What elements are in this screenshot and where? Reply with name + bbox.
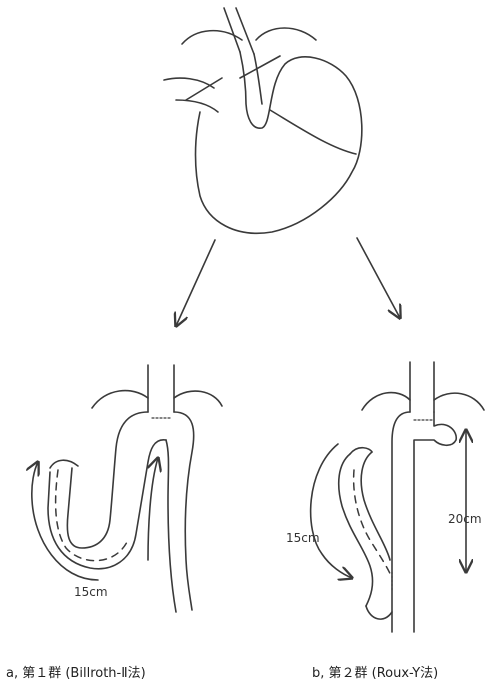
caption-b: b, 第２群 (Roux-Y法) <box>312 662 438 681</box>
label-b-loop: 20cm <box>448 512 482 526</box>
arrow-left <box>176 240 215 326</box>
stomach-illustration <box>164 8 362 233</box>
caption-a: a, 第１群 (Billroth-Ⅱ法) <box>6 662 146 681</box>
arrow-right <box>357 238 400 318</box>
label-a-length: 15cm <box>74 585 108 599</box>
roux-y-diagram: 20cm 15cm <box>286 362 484 632</box>
billroth-ii-diagram: 15cm <box>32 365 222 612</box>
label-b-length: 15cm <box>286 531 320 545</box>
